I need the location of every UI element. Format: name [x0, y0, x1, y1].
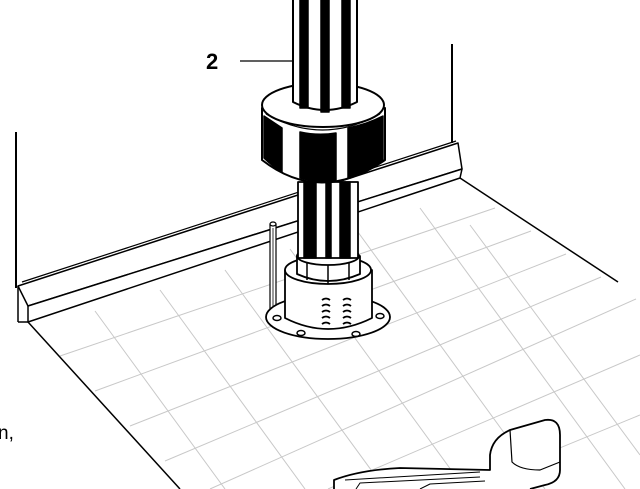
flange-bolt [375, 312, 385, 320]
column-upper [292, 0, 358, 113]
cut-off-text: n, [0, 423, 14, 444]
vent-grille-left [321, 297, 331, 325]
floor-grid [59, 207, 640, 489]
flange-bolt [296, 329, 306, 337]
callout-number: 2 [206, 49, 218, 74]
floor-edge-right [459, 177, 619, 283]
vent-grille-right [342, 297, 352, 325]
probe-rod [269, 221, 277, 311]
flange-bolt [351, 330, 361, 338]
hand-tool [333, 418, 561, 489]
column-lower [297, 181, 359, 259]
flange-bolt [272, 314, 282, 322]
floor-edge-front [27, 321, 181, 489]
